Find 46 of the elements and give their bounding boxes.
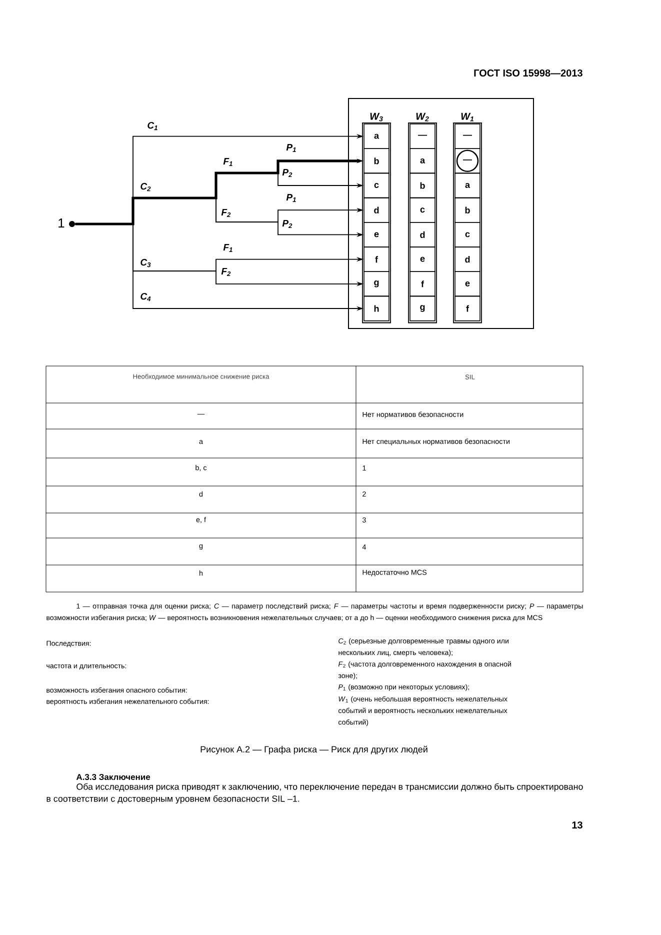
branch-label: P$_{2}$ bbox=[282, 168, 292, 178]
grid-cell: f bbox=[410, 271, 436, 297]
column-heading: W$_{3}$ bbox=[370, 112, 383, 122]
grid-cell: c bbox=[364, 172, 390, 198]
grid-cell: f bbox=[364, 246, 390, 272]
grid-cell: a bbox=[454, 172, 480, 198]
column-heading: W$_{1}$ bbox=[461, 112, 474, 122]
grid-cell: e bbox=[364, 222, 390, 248]
grid-cell: d bbox=[454, 246, 480, 272]
page-number: 13 bbox=[572, 821, 582, 829]
grid-cell: g bbox=[410, 296, 436, 322]
figure-caption: Рисунок А.2 — Графа риска — Риск для других людей bbox=[200, 746, 428, 754]
column-heading: W$_{2}$ bbox=[416, 112, 429, 122]
page-header: ГОСТ ISO 15998—2013 bbox=[474, 69, 582, 77]
table-frame bbox=[348, 98, 534, 329]
grid-cell: a bbox=[364, 124, 390, 150]
section-heading: А.3.3 Заключение bbox=[76, 774, 150, 780]
grid-cell: — bbox=[410, 124, 436, 150]
branch-label: C$_{4}$ bbox=[140, 292, 151, 302]
grid-cell: e bbox=[410, 246, 436, 272]
grid-cell: c bbox=[454, 222, 480, 248]
grid-cell: h bbox=[364, 296, 390, 322]
branch-label: F$_{1}$ bbox=[223, 158, 232, 166]
grid-cell: — bbox=[454, 124, 480, 150]
grid-cell: g bbox=[364, 271, 390, 297]
grid-cell: c bbox=[410, 197, 436, 223]
start-label: 1 bbox=[58, 218, 64, 228]
body-paragraph: Оба исследования риска приводят к заключению, что переключение передач в трансмиссии должно быть спроектировано в соответствии с достоверным уровнем безопасности SIL –1. bbox=[46, 783, 583, 804]
branch-label: F$_{2}$ bbox=[221, 268, 231, 276]
branch-label: P$_{1}$ bbox=[286, 144, 296, 152]
branch-label: F$_{1}$ bbox=[223, 244, 232, 252]
grid-cell: d bbox=[364, 197, 390, 223]
grid-cell: e bbox=[454, 271, 480, 297]
branch-label: C$_{2}$ bbox=[140, 182, 151, 192]
grid-cell: b bbox=[364, 148, 390, 174]
grid-cell: b bbox=[454, 197, 480, 223]
grid-cell: a bbox=[410, 148, 436, 174]
grid-cell: — bbox=[454, 148, 480, 174]
branch-label: P$_{2}$ bbox=[282, 220, 292, 228]
grid-cell: d bbox=[410, 222, 436, 248]
branch-label: F$_{2}$ bbox=[221, 208, 231, 218]
grid-cell: f bbox=[454, 296, 480, 322]
branch-label: C$_{3}$ bbox=[140, 258, 151, 268]
branch-label: C$_{1}$ bbox=[148, 122, 158, 130]
branch-label: P$_{1}$ bbox=[286, 194, 296, 202]
grid-cell: b bbox=[410, 172, 436, 198]
